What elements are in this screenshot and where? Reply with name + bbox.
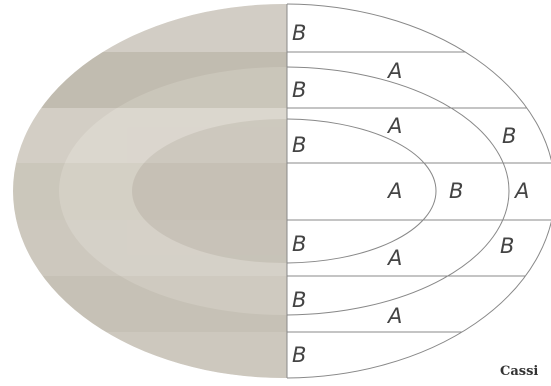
caption-text: Cassi bbox=[500, 364, 538, 379]
row-label-7: B bbox=[292, 343, 306, 367]
left-band-shade bbox=[0, 108, 290, 163]
left-band-shade bbox=[0, 332, 290, 378]
left-band-shade bbox=[0, 4, 290, 52]
left-band-shade bbox=[0, 52, 290, 108]
zone-label-row6-inner: A bbox=[386, 304, 402, 328]
row-label-1: B bbox=[292, 21, 306, 45]
left-textured-half bbox=[0, 4, 551, 378]
row-label-6: B bbox=[292, 288, 306, 312]
zone-label-row2-inner: A bbox=[386, 59, 402, 83]
zone-label-row3-inner: A bbox=[386, 114, 402, 138]
zone-label-row4-outer: A bbox=[513, 179, 529, 203]
row-label-5: B bbox=[292, 232, 306, 256]
left-band-shade bbox=[0, 163, 290, 220]
zone-label-row3-outer: B bbox=[502, 124, 516, 148]
zone-label-row4-middle: B bbox=[449, 179, 463, 203]
zone-label-row5-outer: B bbox=[500, 234, 514, 258]
row-label-2: B bbox=[292, 78, 306, 102]
left-band-overlay bbox=[0, 4, 290, 378]
row-label-3: B bbox=[292, 133, 306, 157]
left-band-shade bbox=[0, 220, 290, 276]
zone-label-row5-inner: A bbox=[386, 246, 402, 270]
zone-label-row4-center: A bbox=[386, 179, 402, 203]
left-band-shade bbox=[0, 276, 290, 332]
